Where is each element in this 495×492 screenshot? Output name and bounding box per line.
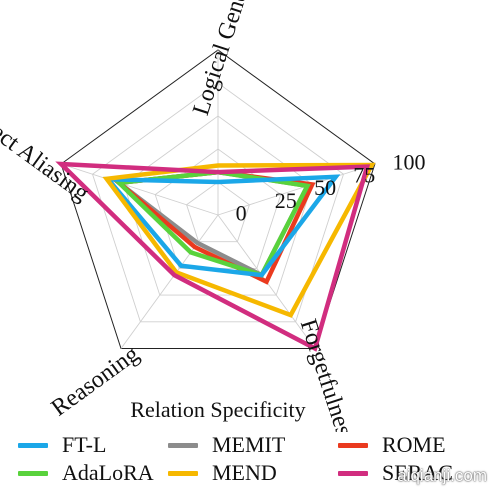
grid-ring bbox=[91, 82, 345, 323]
series-adalora-polygon bbox=[114, 169, 311, 278]
axis-label-subject-aliasing: Subject Aliasing bbox=[0, 93, 94, 207]
legend-swatch bbox=[18, 470, 48, 476]
grid-spoke bbox=[60, 163, 219, 216]
legend-item-mend: MEND bbox=[168, 460, 277, 486]
radial-tick-label: 50 bbox=[314, 175, 336, 200]
radial-tick-label: 75 bbox=[353, 162, 375, 187]
axis-label-relation-specificity: Relation Specificity bbox=[130, 397, 305, 422]
series-serac-polygon bbox=[55, 161, 371, 352]
legend-item-adalora: AdaLoRA bbox=[18, 460, 154, 486]
legend-label: ROME bbox=[382, 432, 446, 457]
radial-tick-label: 0 bbox=[236, 201, 247, 226]
grid-ring bbox=[123, 115, 313, 296]
radial-tick-label: 25 bbox=[275, 188, 297, 213]
watermark-text: aiqianji.com bbox=[397, 466, 487, 485]
legend-label: SERAC bbox=[382, 460, 453, 485]
legend-label: AdaLoRA bbox=[62, 460, 154, 485]
legend-label: FT-L bbox=[62, 432, 107, 457]
radial-tick-labels: 0 25 50 75 100 bbox=[236, 150, 426, 226]
legend-swatch bbox=[338, 442, 368, 448]
legend-swatch bbox=[168, 470, 198, 476]
grid-spoke bbox=[120, 214, 219, 349]
legend-item-rome: ROME bbox=[338, 432, 446, 458]
radial-tick-label: 100 bbox=[393, 150, 426, 175]
legend-swatch bbox=[18, 442, 48, 448]
legend-swatch bbox=[168, 442, 198, 448]
grid-ring bbox=[60, 49, 376, 349]
series-mend-polygon bbox=[102, 162, 376, 318]
legend-item-serac: SERAC bbox=[338, 460, 453, 486]
legend-swatch bbox=[338, 470, 368, 476]
legend: FT-L AdaLoRA MEMIT MEND ROME SERAC bbox=[0, 432, 495, 492]
legend-label: MEMIT bbox=[212, 432, 286, 457]
grid-ring bbox=[186, 181, 250, 243]
grid-spoke bbox=[217, 163, 376, 216]
series-ft-l-polygon bbox=[103, 174, 341, 278]
legend-item-ft-l: FT-L bbox=[18, 432, 106, 458]
legend-item-memit: MEMIT bbox=[168, 432, 285, 458]
radar-series bbox=[55, 161, 376, 352]
legend-label: MEND bbox=[212, 460, 277, 485]
radar-chart: 0 25 50 75 100 Subject Aliasing Logical Gener… bbox=[0, 0, 426, 432]
axis-label-logical-generalization: Logical Generalization bbox=[188, 0, 281, 118]
